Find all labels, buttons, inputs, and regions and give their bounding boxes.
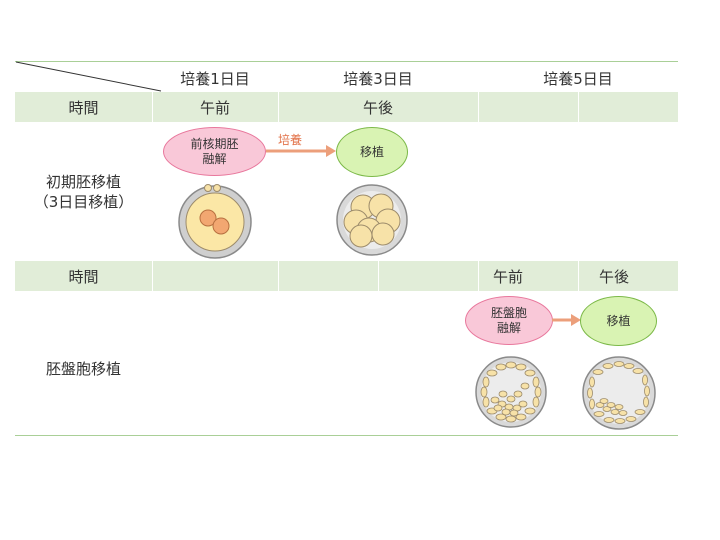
section1-time-am: 午前 [152, 92, 278, 122]
section2-time-label: 時間 [15, 261, 152, 291]
section2-row-label: 胚盤胞移植 [15, 359, 152, 379]
band-separator [578, 261, 579, 291]
node-text-line: 移植 [360, 145, 384, 160]
band-separator [578, 92, 579, 122]
transfer-node-day5: 移植 [580, 296, 657, 346]
node-text-line: 胚盤胞 [491, 306, 527, 321]
pronuclear-thaw-node: 前核期胚 融解 [163, 127, 266, 176]
node-text-line: 融解 [491, 321, 527, 336]
row-label-line: （3日目移植） [15, 192, 152, 212]
row-label-line: 初期胚移植 [15, 172, 152, 192]
blastocyst-thaw-node: 胚盤胞 融解 [465, 296, 553, 345]
day-5-header: 培養5日目 [478, 66, 678, 90]
pronuclear-embryo-icon [177, 180, 253, 262]
section1-time-label: 時間 [15, 92, 152, 122]
bottom-rule [15, 435, 678, 436]
transfer-node-day3: 移植 [336, 127, 408, 177]
band-separator [152, 261, 153, 291]
section2-time-pm: 午後 [584, 261, 644, 291]
section1-row-label: 初期胚移植 （3日目移植） [15, 172, 152, 212]
band-separator [478, 92, 479, 122]
band-separator [278, 261, 279, 291]
band-separator [378, 261, 379, 291]
node-text-line: 融解 [190, 152, 238, 167]
section1-time-pm: 午後 [278, 92, 478, 122]
blastocyst-arrow [551, 311, 583, 329]
expanded-blastocyst-icon [580, 354, 658, 432]
day-1-header: 培養1日目 [152, 66, 278, 90]
corner-diagonal [15, 61, 165, 93]
blastocyst-icon [473, 354, 549, 430]
node-text-line: 前核期胚 [190, 137, 238, 152]
section2-time-am: 午前 [478, 261, 538, 291]
culture-arrow-label: 培養 [278, 131, 302, 148]
cleavage-embryo-icon [335, 182, 409, 258]
node-text-line: 移植 [606, 314, 630, 329]
day-3-header: 培養3日目 [278, 66, 478, 90]
